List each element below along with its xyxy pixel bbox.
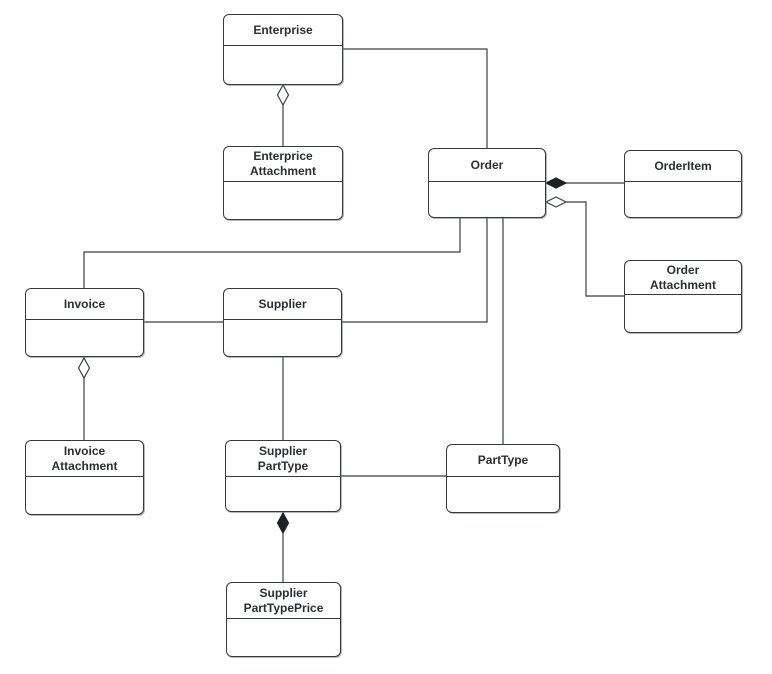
- edge-order-orderitem[interactable]: [544, 177, 624, 189]
- class-name-supplier-parttypeprice: Supplier PartTypePrice: [227, 583, 340, 619]
- class-box-enterprise[interactable]: Enterprise: [223, 14, 343, 85]
- class-name-enterprise: Enterprise: [224, 15, 342, 46]
- class-name-supplier: Supplier: [224, 289, 341, 320]
- class-attributes-orderitem: [625, 182, 741, 217]
- edge-order-supplier[interactable]: [342, 218, 488, 323]
- edge-order-order-attachment[interactable]: [544, 196, 624, 297]
- class-attributes-order: [429, 182, 545, 217]
- class-attributes-supplier: [224, 320, 341, 356]
- class-name-invoice: Invoice: [26, 289, 143, 320]
- class-box-enterprice-attachment[interactable]: Enterprice Attachment: [223, 146, 343, 220]
- filled-diamond-marker: [276, 511, 290, 535]
- edge-invoice-invoice-attachment[interactable]: [77, 356, 91, 440]
- edge-order-invoice[interactable]: [83, 218, 461, 288]
- edge-enterprise-enterprice-attachment[interactable]: [276, 83, 290, 146]
- hollow-diamond-marker: [544, 196, 568, 208]
- class-attributes-supplier-parttype: [226, 477, 340, 511]
- class-box-supplier[interactable]: Supplier: [223, 288, 342, 357]
- edge-enterprise-order[interactable]: [343, 48, 488, 148]
- class-box-supplier-parttype[interactable]: Supplier PartType: [225, 440, 341, 512]
- class-name-order-attachment: Order Attachment: [625, 261, 741, 295]
- class-attributes-enterprice-attachment: [224, 182, 342, 219]
- class-name-supplier-parttype: Supplier PartType: [226, 441, 340, 477]
- class-attributes-invoice-attachment: [26, 477, 143, 514]
- edge-supplier-parttype-price[interactable]: [276, 511, 290, 582]
- class-name-enterprice-attachment: Enterprice Attachment: [224, 147, 342, 182]
- class-attributes-order-attachment: [625, 295, 741, 332]
- hollow-diamond-marker: [276, 83, 290, 107]
- class-attributes-enterprise: [224, 46, 342, 84]
- class-box-invoice-attachment[interactable]: Invoice Attachment: [25, 440, 144, 515]
- class-box-order[interactable]: Order: [428, 148, 546, 218]
- class-name-order: Order: [429, 149, 545, 182]
- hollow-diamond-marker: [77, 356, 91, 380]
- class-box-parttype[interactable]: PartType: [446, 444, 560, 513]
- class-box-orderitem[interactable]: OrderItem: [624, 150, 742, 218]
- class-attributes-invoice: [26, 320, 143, 356]
- class-attributes-parttype: [447, 477, 559, 512]
- class-name-parttype: PartType: [447, 445, 559, 477]
- class-box-supplier-parttypeprice[interactable]: Supplier PartTypePrice: [226, 582, 341, 657]
- class-box-invoice[interactable]: Invoice: [25, 288, 144, 357]
- class-name-invoice-attachment: Invoice Attachment: [26, 441, 143, 477]
- filled-diamond-marker: [544, 177, 568, 189]
- class-attributes-supplier-parttypeprice: [227, 619, 340, 656]
- class-name-orderitem: OrderItem: [625, 151, 741, 182]
- class-box-order-attachment[interactable]: Order Attachment: [624, 260, 742, 333]
